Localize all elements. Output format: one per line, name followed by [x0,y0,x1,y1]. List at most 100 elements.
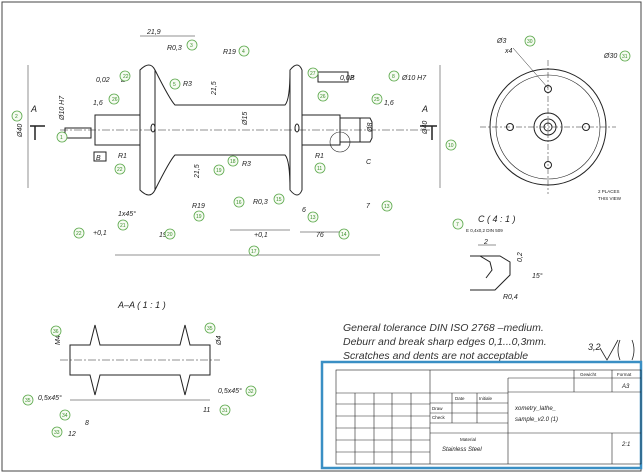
dim-roughness-left: 1,6 [93,100,103,107]
svg-text:1: 1 [60,135,63,141]
dim-d40-left: Ø40 [17,124,24,138]
note-deburr: Deburr and break sharp edges 0,1...0,3mm… [343,336,547,348]
datum-b-box: B [96,155,101,162]
main-view [27,35,441,256]
svg-text:8: 8 [392,74,395,80]
title-material-label: Material [460,437,476,442]
note-tolerance: General tolerance DIN ISO 2768 –medium. [343,322,544,334]
dim-d30: Ø30 [603,53,617,60]
section-dim-m4: M4 [55,335,62,345]
dim-flatness-right: 0,02 [340,75,354,82]
svg-text:14: 14 [341,232,347,238]
svg-text:15: 15 [276,197,282,203]
svg-text:13: 13 [310,215,316,221]
svg-text:30: 30 [527,39,533,45]
title-initiale-label: Initiale [479,396,493,401]
detail-dim-r0-4: R0,4 [503,294,518,301]
svg-text:22: 22 [123,74,129,80]
title-format-value: A3 [621,384,630,390]
dim-21-9-bottom: +0,1 [254,232,268,239]
title-check-label: Check [432,415,446,420]
title-material-value: Stainless Steel [442,447,482,453]
title-date-label: Date [455,396,465,401]
detail-dim-2: 2 [483,239,488,246]
svg-text:27: 27 [310,71,316,77]
datum-b-ref-right: B [350,75,355,82]
svg-text:19: 19 [216,168,222,174]
svg-text:21: 21 [120,223,126,229]
section-dim-11: 11 [203,407,210,414]
title-drawing-name: xometry_lathe_ [514,406,556,412]
dim-21-9: 21,9 [146,29,161,36]
svg-text:2: 2 [15,114,18,120]
dim-19: 76 [316,232,324,239]
svg-text:31: 31 [222,408,228,414]
dim-d10h7-left: Ø10 H7 [59,95,66,121]
dim-roughness-right: 1,6 [384,100,394,107]
svg-text:35: 35 [25,398,31,404]
detail-din-ref: E 0,4x0,2 DIN 509 [466,228,503,233]
svg-text:35: 35 [207,326,213,332]
dim-3: 19 [159,232,167,239]
title-drawing-name-2: sample_v2.0 (1) [515,417,558,423]
note-scratches: Scratches and dents are not acceptable [343,350,528,362]
svg-text:26: 26 [112,97,118,103]
main-view-dimensions: 21,9 R0,3 R19 R3 21,5 0,02 B 1,6 R1 Ø40 … [17,29,429,239]
dim-21-5-top: 21,5 [211,81,218,96]
title-format-label: Format [617,372,632,377]
section-dim-chamfer-right: 0,5x45° [218,387,242,395]
section-dim-8: 8 [85,420,89,427]
detail-dim-0-2: 0,2 [517,252,524,262]
title-gewicht-label: Gewicht [580,372,597,377]
dim-r0-3: R0,3 [167,45,182,52]
dim-21-5-bottom: 21,5 [194,164,201,179]
dim-r3: R3 [183,81,192,88]
dim-r3-bottom: R3 [242,161,251,168]
section-dim-chamfer-left: 0,5x45° [38,394,62,402]
section-label-a-left: A [30,104,37,114]
dim-d15: Ø15 [242,112,249,126]
section-view: A–A ( 1 : 1 ) M4 Ø4 0,5x45° 0,5x45° 8 12… [38,300,242,438]
dim-d40-right: Ø40 [422,121,429,135]
detail-c-view: C ( 4 : 1 ) E 0,4x0,2 DIN 509 2 0,2 15° … [466,214,543,301]
svg-text:16: 16 [236,200,242,206]
svg-text:20: 20 [167,232,173,238]
detail-dim-15deg: 15° [532,272,543,280]
dim-flatness-left: 0,02 [96,77,110,84]
svg-text:7: 7 [456,222,459,228]
dim-chamfer-left: 1x45° [118,210,136,218]
title-scale-value: 2:1 [621,442,630,448]
dim-r19: R19 [223,49,236,56]
dim-r1-right: R1 [315,153,324,160]
svg-text:31: 31 [622,54,628,60]
section-dim-12: 12 [68,431,76,438]
dim-6: +0,1 [93,230,107,237]
dim-r1-left: R1 [118,153,127,160]
svg-text:34: 34 [62,413,68,419]
title-draw-label: Draw [432,406,443,411]
dim-chamfer-right: 6 [302,207,306,214]
svg-text:25: 25 [374,97,380,103]
svg-text:11: 11 [317,166,322,172]
detail-c-marker: C [366,159,372,166]
note-2-places: 2 PLACES [598,189,620,194]
side-view [480,47,616,194]
inspection-balloons [11,35,631,438]
svg-text:33: 33 [54,430,60,436]
svg-text:26: 26 [320,94,326,100]
roughness-symbol-value: 3,2 [588,342,601,352]
dim-d8: Ø8 [367,123,374,133]
svg-text:22: 22 [117,167,123,173]
side-view-dimensions: Ø3 x4 Ø30 2 PLACES THIS VIEW [496,38,622,201]
inspection-balloon-numbers: 3 4 22 5 26 2 1 22 18 19 19 16 21 20 22 … [15,39,628,436]
svg-text:18: 18 [230,159,236,165]
section-label-a-right: A [421,104,428,114]
dim-r0-3-bottom: R0,3 [253,199,268,206]
svg-text:17: 17 [251,249,257,255]
svg-text:19: 19 [196,214,202,220]
note-this-view: THIS VIEW [598,196,622,201]
dim-r19-bottom: R19 [192,203,205,210]
detail-title: C ( 4 : 1 ) [478,214,516,224]
